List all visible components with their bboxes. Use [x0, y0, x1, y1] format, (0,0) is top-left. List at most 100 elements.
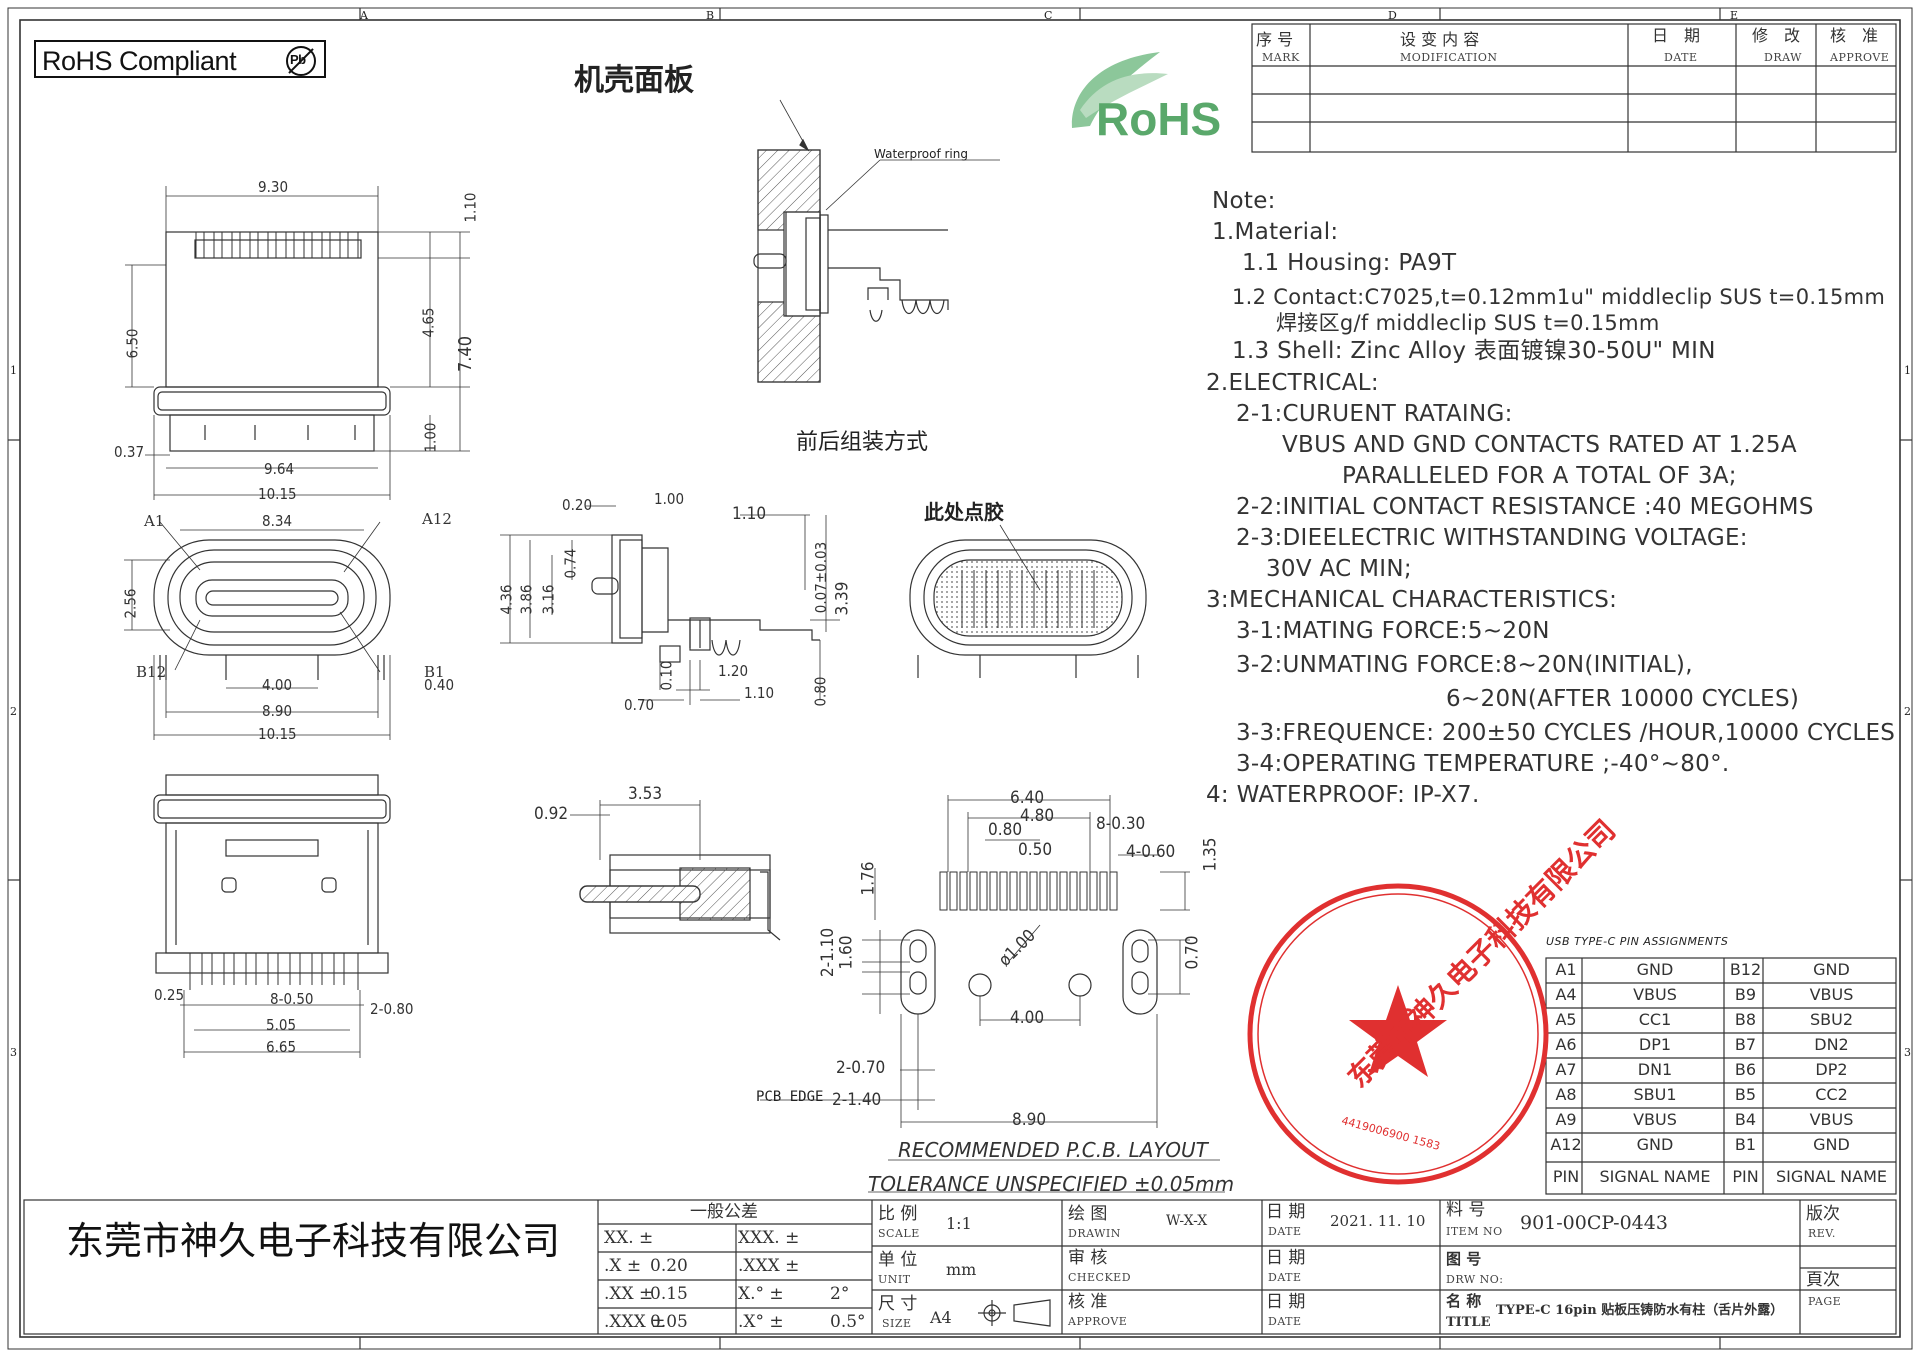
revision-table-lines: [1251, 23, 1897, 153]
dim-2-56: 2.56: [121, 588, 140, 619]
tolerance-cell: 2°: [830, 1284, 850, 1304]
note-7: 2-1:CURUENT RATAING:: [1236, 401, 1513, 427]
tolerance-cell: 0.15: [650, 1284, 688, 1304]
size-en: SIZE: [882, 1317, 912, 1330]
pin-table-cell: VBUS: [1633, 1110, 1677, 1129]
item-no-en: ITEM NO: [1446, 1225, 1503, 1238]
note-2: 1.1 Housing: PA9T: [1242, 250, 1457, 276]
pin-table-cell: A12: [1550, 1135, 1582, 1154]
pin-table-cell: SBU2: [1809, 1010, 1854, 1029]
tolerance-cell: 0.5°: [830, 1312, 866, 1332]
dim-0-20: 0.20: [562, 496, 593, 514]
dim-1-10-lower: 1.10: [744, 684, 775, 702]
note-0: Note:: [1212, 188, 1276, 214]
rev-draw-en: DRAW: [1764, 51, 1802, 64]
col-label-d: D: [1388, 9, 1397, 22]
dim-1-00-top: 1.00: [421, 422, 440, 453]
unit-en: UNIT: [878, 1273, 911, 1286]
scale-value: 1:1: [946, 1214, 972, 1233]
row-label-1-right: 1: [1904, 364, 1911, 377]
dim-0-80-pcb: 0.80: [988, 820, 1023, 840]
rohs-logo: RoHS: [1096, 93, 1222, 145]
assembly-label: 前后组装方式: [796, 430, 929, 455]
row-label-1: 1: [10, 364, 17, 377]
front-view: [124, 521, 391, 740]
note-5: 1.3 Shell: Zinc Alloy 表面镀镍30-50U" MIN: [1232, 338, 1716, 364]
pin-table-footer-cell: SIGNAL NAME: [1775, 1167, 1887, 1186]
rev-mark-cn: 序 号: [1256, 30, 1294, 49]
item-no-value: 901-00CP-0443: [1520, 1212, 1668, 1234]
title-block-lines: [23, 1199, 1897, 1335]
col-label-c: C: [1044, 9, 1053, 22]
rev-cn: 版次: [1806, 1204, 1840, 1224]
waterproof-ring-label: Waterproof ring: [874, 147, 968, 161]
pin-assignment-table-lines: [1545, 957, 1897, 1195]
row-label-3: 3: [10, 1046, 17, 1059]
approved-en: APPROVE: [1068, 1315, 1128, 1328]
panel-label: 机壳面板: [574, 63, 694, 98]
size-cn: 尺 寸: [878, 1294, 918, 1314]
dim-4-00-pcb: 4.00: [1010, 1008, 1045, 1028]
pin-table-footer-cell: PIN: [1732, 1167, 1759, 1186]
date-cn-2: 日 期: [1266, 1248, 1306, 1268]
date-en-3: DATE: [1268, 1315, 1302, 1328]
tolerance-cell: .X ±: [604, 1256, 642, 1276]
note-10: 2-2:INITIAL CONTACT RESISTANCE :40 MEGOH…: [1236, 494, 1814, 520]
pin-table-cell: B5: [1734, 1085, 1757, 1104]
pb-symbol: Pb: [290, 52, 306, 67]
pin-table-title: USB TYPE-C PIN ASSIGNMENTS: [1546, 935, 1729, 948]
dim-5-05: 5.05: [266, 1016, 297, 1034]
pin-table-cell: CC1: [1638, 1010, 1672, 1029]
note-6: 2.ELECTRICAL:: [1206, 370, 1379, 396]
rohs-compliant-badge: RoHS Compliant Pb: [34, 40, 326, 78]
company-seal: [1247, 883, 1549, 1185]
tolerance-note: TOLERANCE UNSPECIFIED ±0.05mm: [868, 1172, 1235, 1196]
drw-no-cn: 图 号: [1446, 1250, 1482, 1268]
dim-1-10-side: 1.10: [732, 504, 767, 524]
title-value: TYPE-C 16pin 贴板压铸防水有柱（舌片外露）: [1496, 1303, 1784, 1318]
pin-table-cell: VBUS: [1809, 985, 1854, 1004]
rohs-compliant-text: RoHS Compliant: [42, 46, 237, 76]
rev-modification-en: MODIFICATION: [1400, 51, 1498, 64]
note-18: 3-4:OPERATING TEMPERATURE ;-40°~80°.: [1236, 751, 1730, 777]
approved-cn: 核 准: [1068, 1292, 1108, 1312]
pin-table-cell: GND: [1813, 960, 1850, 979]
tolerance-cell: .XX ±: [604, 1284, 654, 1304]
dim-0-25: 0.25: [154, 986, 185, 1004]
date-cn-1: 日 期: [1266, 1202, 1306, 1222]
pin-table-cell: A4: [1555, 985, 1577, 1004]
note-4: 焊接区g/f middleclip SUS t=0.15mm: [1276, 311, 1660, 335]
pcb-layout-title: RECOMMENDED P.C.B. LAYOUT: [898, 1138, 1208, 1162]
top-view: [125, 186, 470, 500]
pin-table-cell: B1: [1734, 1135, 1757, 1154]
drawn-en: DRAWIN: [1068, 1227, 1121, 1240]
general-tolerance-label: 一般公差: [690, 1202, 758, 1222]
pin-table-cell: GND: [1636, 960, 1674, 979]
dim-4-0-60: 4-0.60: [1126, 842, 1176, 862]
glue-label: 此处点胶: [924, 500, 1004, 524]
note-1: 1.Material:: [1212, 219, 1339, 245]
tolerance-cell: X.° ±: [738, 1284, 784, 1304]
pin-table-cell: B9: [1734, 985, 1757, 1004]
pcb-layout: [760, 795, 1225, 1193]
rev-mark-en: MARK: [1262, 51, 1300, 64]
dim-4-36: 4.36: [497, 584, 516, 615]
dim-8-34: 8.34: [262, 512, 293, 530]
pin-table-cell: CC2: [1815, 1085, 1848, 1104]
unit-value: mm: [946, 1260, 977, 1279]
bottom-view: [153, 774, 391, 1058]
dim-0-70-side: 0.70: [624, 696, 655, 714]
note-9: PARALLELED FOR A TOTAL OF 3A;: [1342, 463, 1737, 489]
dim-2-1-10: 2-1.10: [818, 927, 839, 978]
rev-date-cn: 日 期: [1652, 26, 1701, 45]
dim-1-20: 1.20: [718, 662, 749, 680]
dim-1-10-top: 1.10: [461, 192, 480, 223]
dim-0-37: 0.37: [114, 443, 145, 461]
title-cn: 名 称: [1446, 1292, 1482, 1310]
dim-0-50-pcb: 0.50: [1018, 840, 1053, 860]
dim-7-40: 7.40: [455, 335, 477, 373]
pb-free-icon: Pb: [286, 46, 316, 76]
title-en: TITLE: [1446, 1315, 1491, 1330]
pin-table-cell: DN2: [1814, 1035, 1849, 1054]
